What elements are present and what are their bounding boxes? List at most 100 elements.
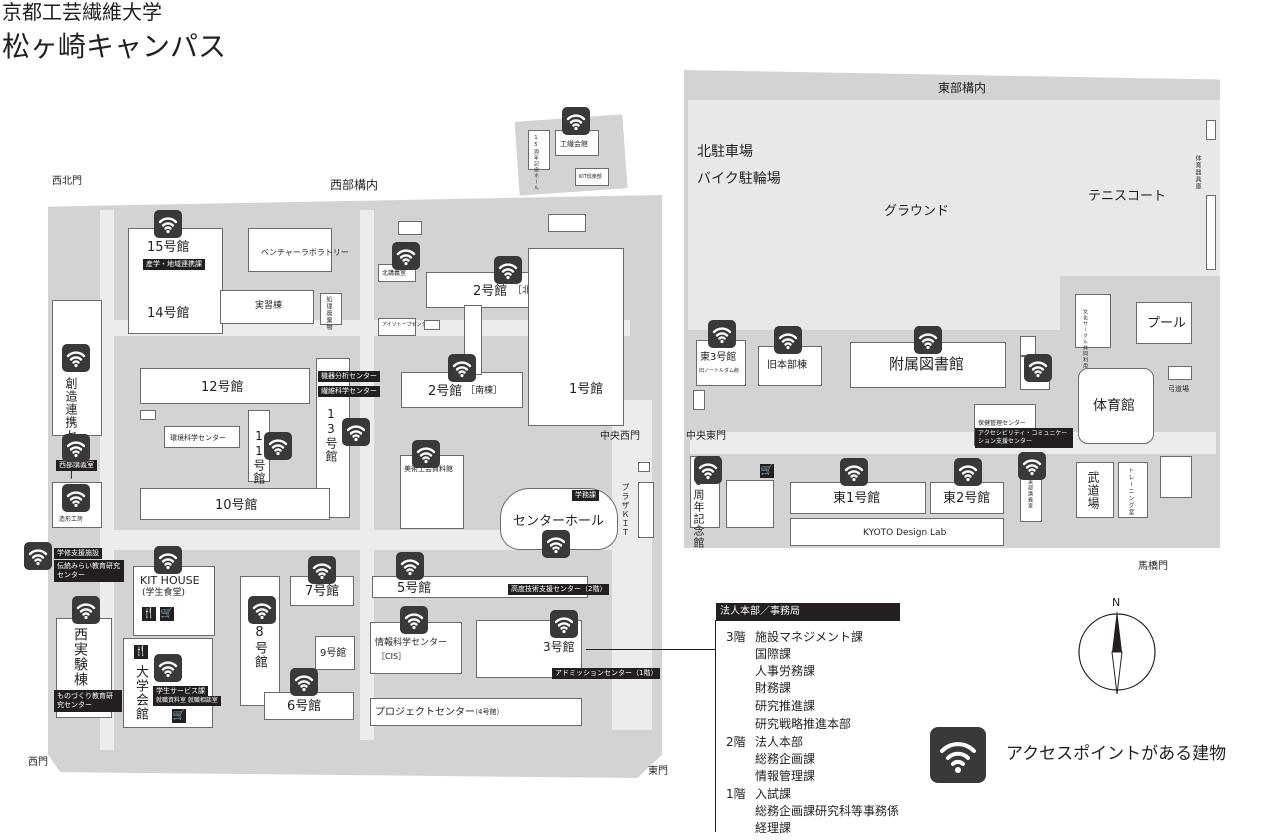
training-room[interactable]: トレーニング室: [1118, 462, 1148, 518]
tradition-future-label: 伝統みらい教育研究センター: [54, 560, 124, 583]
compass-north: N: [1112, 596, 1121, 609]
central-east-gate: 中央東門: [686, 431, 726, 442]
gymnasium[interactable]: 体育館: [1078, 368, 1154, 444]
small-building: [398, 221, 422, 235]
building-10[interactable]: 10号館: [140, 488, 330, 520]
environment-science-center[interactable]: 環境科学センター: [164, 426, 240, 448]
wifi-icon: [72, 596, 100, 624]
wifi-icon: [562, 107, 590, 135]
building-15-14[interactable]: 15号館 産学・地域連携課 14号館: [128, 228, 223, 334]
pool[interactable]: プール: [1136, 302, 1192, 344]
admin-item: 研究戦略推進本部: [755, 717, 852, 731]
wifi-icon: [154, 210, 182, 238]
student-services-label: 学生サービス課: [153, 686, 208, 697]
wifi-icon: [264, 432, 292, 460]
admin-item: 人事労務課: [755, 664, 816, 678]
road: [360, 210, 374, 740]
floor-3-label: 3階: [726, 630, 746, 644]
admin-item: 総務企画課研究科等事務係: [755, 804, 900, 818]
ground-field: [688, 100, 1060, 330]
wifi-icon: [1018, 452, 1046, 480]
tennis-court: [1060, 100, 1220, 276]
kit-club[interactable]: KIT倶楽部: [575, 168, 609, 186]
budo-hall[interactable]: 武道場: [1076, 462, 1114, 518]
wifi-icon: [308, 556, 336, 584]
east-campus-label: 東部構内: [938, 81, 987, 95]
project-center[interactable]: プロジェクトセンター （4号館）: [370, 698, 582, 726]
building-7[interactable]: 7号館: [290, 576, 354, 606]
panel-rule: [715, 620, 716, 832]
bike-parking-label: バイク駐輪場: [697, 171, 781, 187]
archery-label: 弓道場: [1168, 385, 1189, 393]
building-9[interactable]: 9号館: [315, 636, 355, 670]
east-building-2[interactable]: 東2号館: [930, 482, 1004, 514]
building-8[interactable]: 8号館: [240, 576, 280, 706]
east-lecture-room[interactable]: 東部講義室: [1020, 474, 1042, 522]
building-11[interactable]: 11号館: [248, 410, 270, 485]
northwest-gate: 西北門: [52, 176, 82, 187]
archery-range[interactable]: [1168, 366, 1192, 380]
plaza-kit[interactable]: プラザＫＩＴ: [621, 482, 654, 538]
monozukuri-label: ものづくり教育研究センター: [54, 690, 122, 713]
bunkyo-building[interactable]: 15周年記念ホール: [528, 130, 550, 191]
culture-circle-facility[interactable]: 文化サークル共同利用施設: [1075, 294, 1111, 381]
wifi-icon: [400, 606, 428, 634]
jisshu-building[interactable]: 実習棟: [220, 290, 314, 324]
admin-item: 総務企画課: [755, 752, 816, 766]
road: [612, 400, 652, 730]
career-room-label: 就職資料室 就職相談室: [153, 696, 221, 706]
admin-panel-title: 法人本部／事務局: [716, 603, 900, 621]
wifi-icon: [154, 546, 182, 574]
wifi-icon: [708, 320, 736, 348]
connector-line: [586, 649, 716, 650]
legend-label: アクセスポイントがある建物: [1006, 744, 1227, 764]
learning-support-label: 学修支援施設: [54, 548, 102, 559]
wifi-icon: [448, 354, 476, 382]
small-building: [548, 214, 586, 232]
waste-facility[interactable]: 処理廃棄物: [320, 293, 342, 331]
small-building: [693, 390, 705, 410]
north-parking-label: 北駐車場: [697, 144, 753, 160]
floor-1-label: 1階: [726, 787, 746, 801]
wifi-icon: [412, 440, 440, 468]
shop-icon: 🛒: [760, 464, 774, 478]
kit-house[interactable]: KIT HOUSE (学生食堂) 🍴 🛒: [133, 566, 215, 636]
building-12[interactable]: 12号館: [140, 368, 310, 404]
wifi-icon: [62, 344, 90, 372]
wifi-icon: [930, 727, 986, 783]
admission-center-label: アドミッションセンター（1階）: [552, 668, 661, 679]
east-gate: 東門: [648, 766, 668, 777]
isotope-center[interactable]: アイソトープセンター: [378, 318, 431, 336]
advanced-tech-label: 高度技術支援センター（2階）: [508, 584, 610, 595]
small-building: [1160, 456, 1192, 498]
wifi-icon: [24, 542, 52, 570]
compass-icon: [1078, 610, 1156, 695]
wifi-icon: [494, 256, 522, 284]
building-1[interactable]: 1号館: [528, 248, 624, 426]
west-campus-label: 西部構内: [330, 178, 379, 192]
equipment-storage[interactable]: [1206, 195, 1216, 270]
university-hall[interactable]: 大学会館 🍴 🛒: [123, 638, 213, 728]
ground-label: グラウンド: [884, 204, 950, 219]
wifi-icon: [154, 654, 182, 682]
university-name: 京都工芸繊維大学: [2, 0, 162, 24]
small-building: [726, 480, 774, 528]
venture-laboratory[interactable]: ベンチャーラボラトリー: [248, 228, 349, 272]
wifi-icon: [62, 434, 90, 462]
wifi-icon: [248, 596, 276, 624]
shop-icon: 🛒: [160, 607, 174, 621]
building-6[interactable]: 6号館: [264, 692, 354, 720]
wifi-icon: [342, 418, 370, 446]
east-building-1[interactable]: 東1号館: [790, 482, 926, 514]
umahashi-gate: 馬橋門: [1138, 561, 1168, 572]
small-building: [424, 320, 440, 330]
small-building: [1206, 120, 1216, 140]
small-building: [638, 462, 650, 472]
admin-item: 法人本部: [755, 735, 804, 749]
wifi-icon: [62, 484, 90, 512]
wifi-icon: [290, 668, 318, 696]
admin-item: 施設マネジメント課: [755, 630, 864, 644]
kyoto-design-lab[interactable]: KYOTO Design Lab: [790, 518, 1004, 546]
wifi-icon: [954, 458, 982, 486]
west-lecture-room-label: 西部講義室: [56, 460, 97, 471]
